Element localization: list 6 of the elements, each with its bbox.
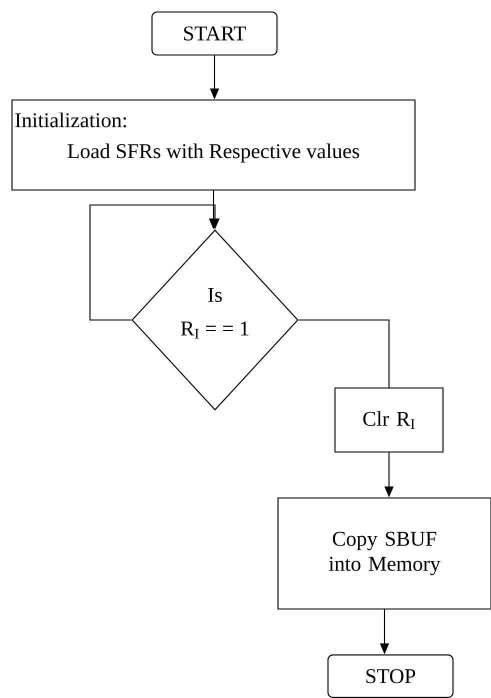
terminal-box: STOP	[327, 654, 454, 698]
terminal-box: START	[151, 11, 278, 56]
arrow	[89, 204, 220, 321]
process-box: Copy SBUF into Memory	[277, 497, 491, 610]
process-box: Initialization: Load SFRs with Respective values	[11, 99, 416, 191]
process-box: Clr R$_{I}$	[334, 387, 444, 453]
